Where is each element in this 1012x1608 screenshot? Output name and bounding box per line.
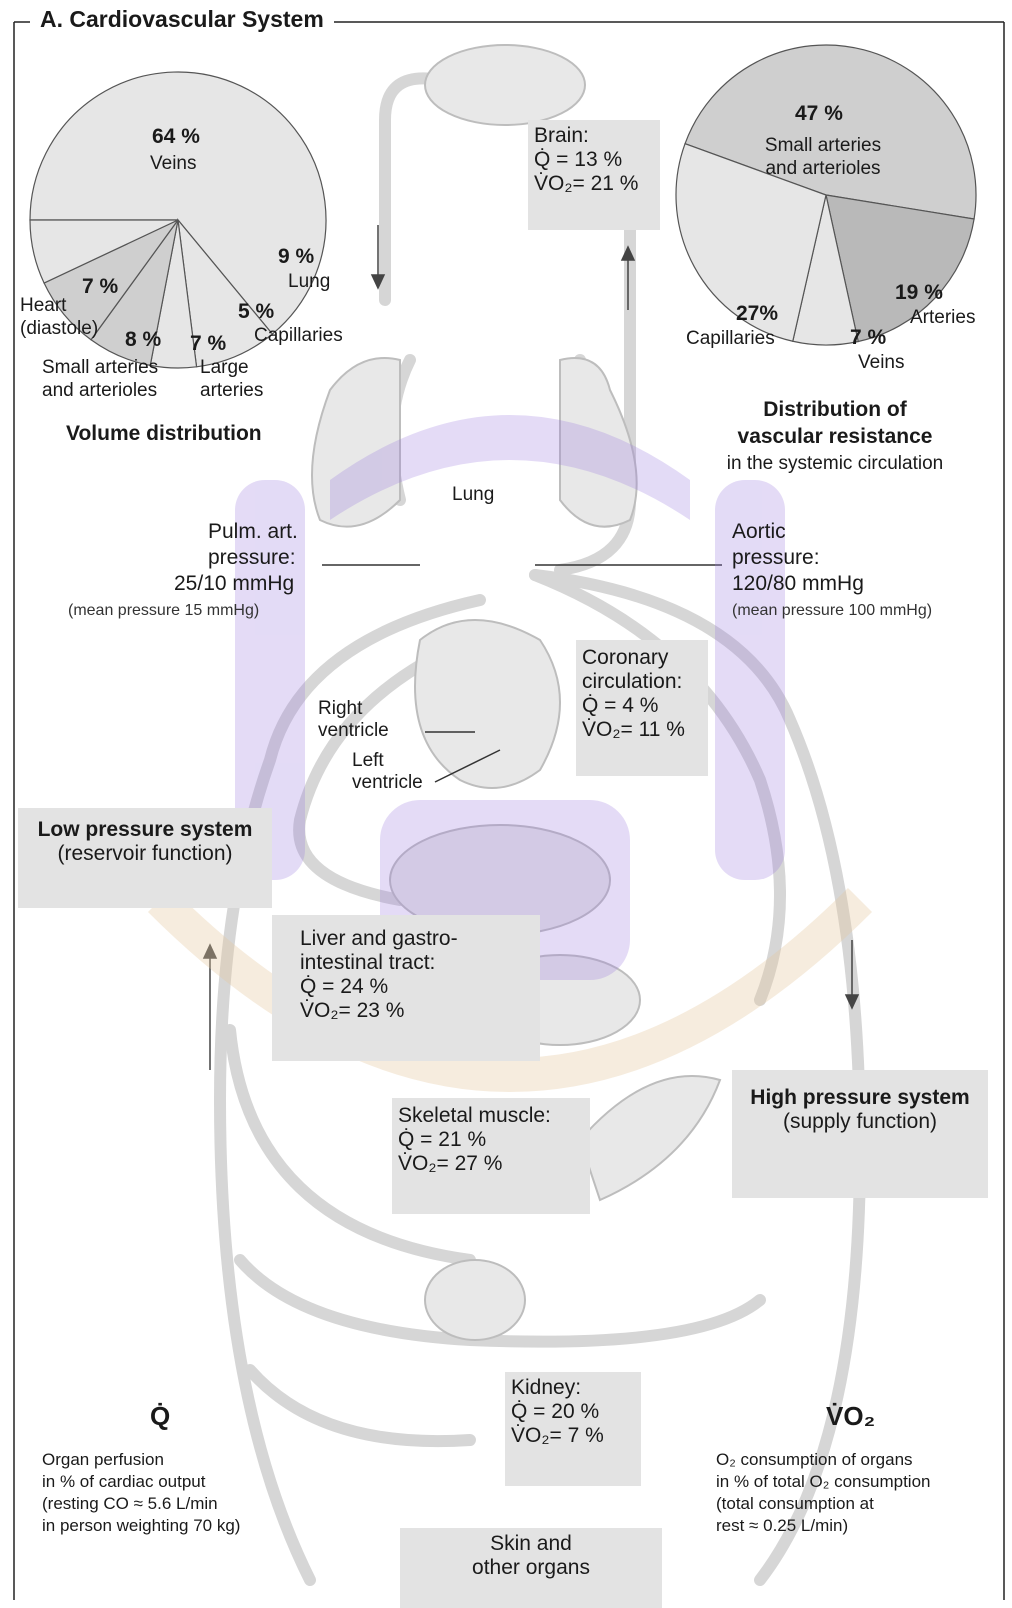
left-ventricle-label-2: ventricle — [352, 772, 423, 794]
resistance-caption-2: vascular resistance — [700, 425, 970, 449]
pulm-pressure-line2: pressure: — [208, 546, 296, 570]
volume-pie-caption: Volume distribution — [66, 422, 262, 446]
pie-label-heart-percent: 7 % — [82, 275, 118, 299]
pie-label-lung-percent: 9 % — [278, 245, 314, 269]
res-label-small-arteries-2: and arterioles — [763, 158, 883, 180]
kidney-vo2: V̇O₂= 7 % — [511, 1424, 635, 1448]
pie-label-heart-1: Heart — [20, 295, 66, 317]
legend-q-symbol: Q̇ — [150, 1402, 170, 1432]
kidney-box: Kidney: Q̇ = 20 % V̇O₂= 7 % — [505, 1372, 641, 1486]
low-pressure-system-box: Low pressure system (reservoir function) — [18, 808, 272, 908]
legend-q-line3: (resting CO ≈ 5.6 L/min — [42, 1494, 218, 1514]
pie-label-capillaries-percent: 5 % — [238, 300, 274, 324]
right-ventricle-label-2: ventricle — [318, 720, 389, 742]
res-label-small-arteries-1: Small arteries — [763, 135, 883, 157]
brain-shape — [425, 45, 585, 125]
resistance-caption-3: in the systemic circulation — [690, 453, 980, 475]
brain-name: Brain: — [534, 124, 654, 148]
skin-name-1: Skin and — [400, 1532, 662, 1556]
muscle-vo2: V̇O₂= 27 % — [398, 1152, 584, 1176]
pie-label-small-arteries-percent: 8 % — [125, 328, 161, 352]
skin-box: Skin and other organs — [400, 1528, 662, 1608]
figure-title: A. Cardiovascular System — [36, 6, 334, 33]
pie-label-heart-2: (diastole) — [20, 318, 98, 340]
skin-name-2: other organs — [400, 1556, 662, 1580]
coronary-q: Q̇ = 4 % — [582, 694, 702, 718]
liver-name-1: Liver and gastro- — [300, 927, 530, 951]
res-label-arteries: Arteries — [910, 307, 975, 329]
aortic-pressure-line1: Aortic — [732, 520, 786, 544]
brain-vo2: V̇O₂= 21 % — [534, 172, 654, 196]
pie-label-capillaries: Capillaries — [254, 325, 343, 347]
res-label-capillaries-percent: 27% — [736, 302, 778, 326]
coronary-name-1: Coronary — [582, 646, 702, 670]
liver-box: Liver and gastro- intestinal tract: Q̇ =… — [272, 915, 540, 1061]
pie-label-large-arteries-2: arteries — [200, 380, 263, 402]
pulm-pressure-line1: Pulm. art. — [208, 520, 298, 544]
low-pressure-subtitle: (reservoir function) — [22, 842, 268, 866]
right-ventricle-label-1: Right — [318, 698, 362, 720]
liver-q: Q̇ = 24 % — [300, 975, 530, 999]
pulm-pressure-value: 25/10 mmHg — [174, 572, 294, 596]
legend-vo2-line1: O₂ consumption of organs — [716, 1450, 913, 1470]
brain-box: Brain: Q̇ = 13 % V̇O₂= 21 % — [528, 120, 660, 230]
pulm-pressure-mean: (mean pressure 15 mmHg) — [68, 602, 259, 620]
liver-vo2: V̇O₂= 23 % — [300, 999, 530, 1023]
pie-label-large-arteries-1: Large — [200, 357, 249, 379]
high-pressure-title: High pressure system — [736, 1086, 984, 1110]
kidney-name: Kidney: — [511, 1376, 635, 1400]
pie-label-large-arteries-percent: 7 % — [190, 332, 226, 356]
legend-vo2-line2: in % of total O₂ consumption — [716, 1472, 930, 1492]
pie-label-lung: Lung — [288, 271, 330, 293]
resistance-caption-1: Distribution of — [700, 398, 970, 422]
legend-vo2-symbol: V̇O₂ — [826, 1402, 875, 1432]
low-pressure-title: Low pressure system — [22, 818, 268, 842]
legend-vo2-line3: (total consumption at — [716, 1494, 874, 1514]
liver-name-2: intestinal tract: — [300, 951, 530, 975]
muscle-name: Skeletal muscle: — [398, 1104, 584, 1128]
muscle-shape — [580, 1076, 720, 1200]
coronary-box: Coronary circulation: Q̇ = 4 % V̇O₂= 11 … — [576, 640, 708, 776]
res-label-arteries-percent: 19 % — [895, 281, 943, 305]
res-label-capillaries: Capillaries — [686, 328, 775, 350]
legend-q-line1: Organ perfusion — [42, 1450, 164, 1470]
coronary-vo2: V̇O₂= 11 % — [582, 718, 702, 742]
pie-label-small-arteries-2: and arterioles — [42, 380, 157, 402]
legend-q-line4: in person weighting 70 kg) — [42, 1516, 240, 1536]
muscle-q: Q̇ = 21 % — [398, 1128, 584, 1152]
heart-shape — [415, 620, 560, 788]
high-pressure-subtitle: (supply function) — [736, 1110, 984, 1134]
kidney-shape — [425, 1260, 525, 1340]
high-pressure-system-box: High pressure system (supply function) — [732, 1070, 988, 1198]
res-label-veins: Veins — [858, 352, 904, 374]
coronary-name-2: circulation: — [582, 670, 702, 694]
legend-vo2-line4: rest ≈ 0.25 L/min) — [716, 1516, 848, 1536]
muscle-box: Skeletal muscle: Q̇ = 21 % V̇O₂= 27 % — [392, 1098, 590, 1214]
legend-q-line2: in % of cardiac output — [42, 1472, 205, 1492]
aortic-pressure-mean: (mean pressure 100 mmHg) — [732, 602, 932, 620]
kidney-q: Q̇ = 20 % — [511, 1400, 635, 1424]
aortic-pressure-value: 120/80 mmHg — [732, 572, 864, 596]
aortic-pressure-line2: pressure: — [732, 546, 820, 570]
lung-label: Lung — [452, 484, 494, 506]
res-label-small-arteries-percent: 47 % — [795, 102, 843, 126]
pie-label-veins-percent: 64 % — [152, 125, 200, 149]
pie-label-small-arteries-1: Small arteries — [42, 357, 158, 379]
left-ventricle-label-1: Left — [352, 750, 384, 772]
brain-q: Q̇ = 13 % — [534, 148, 654, 172]
pie-label-veins: Veins — [150, 153, 196, 175]
res-label-veins-percent: 7 % — [850, 326, 886, 350]
